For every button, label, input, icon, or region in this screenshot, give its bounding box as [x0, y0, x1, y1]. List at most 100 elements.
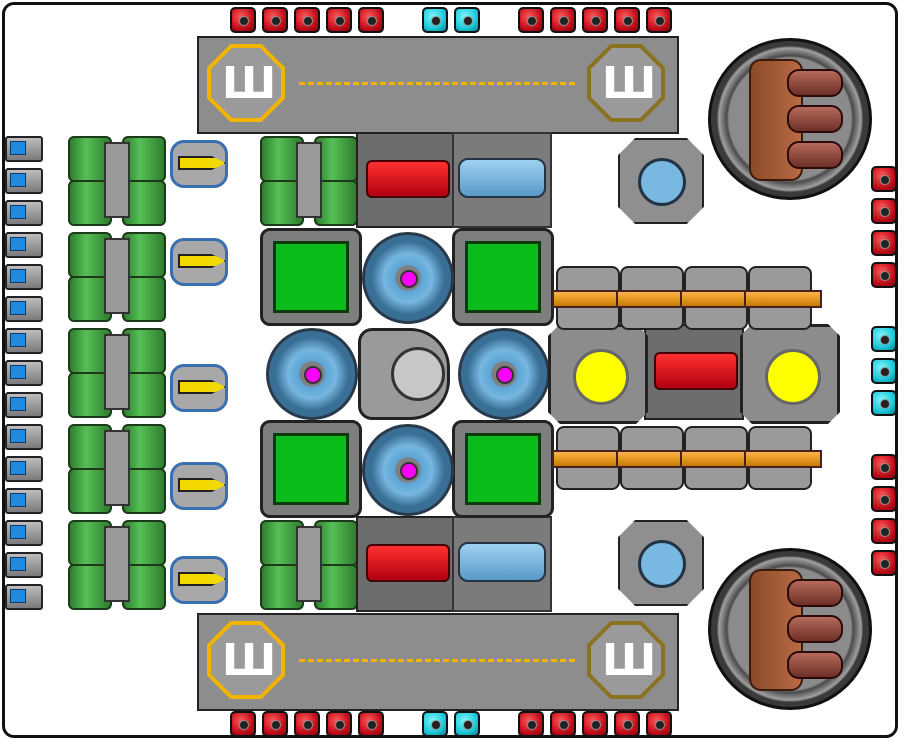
thruster[interactable] [5, 552, 43, 578]
red-laser-module[interactable] [356, 516, 456, 612]
point-defense-turret[interactable] [166, 458, 228, 510]
green-core[interactable] [260, 420, 362, 518]
red-light[interactable] [294, 711, 320, 737]
thruster[interactable] [5, 488, 43, 514]
red-light[interactable] [871, 486, 897, 512]
reactor[interactable] [266, 328, 358, 420]
cockpit[interactable] [358, 328, 450, 420]
autocannon[interactable] [680, 426, 758, 490]
red-laser-module[interactable] [644, 324, 744, 420]
thruster[interactable] [5, 584, 43, 610]
docking-port[interactable] [618, 138, 704, 224]
thruster[interactable] [5, 392, 43, 418]
red-light[interactable] [871, 262, 897, 288]
autocannon[interactable] [744, 426, 822, 490]
green-core[interactable] [452, 228, 554, 326]
cyan-light[interactable] [422, 7, 448, 33]
red-light[interactable] [550, 7, 576, 33]
red-light[interactable] [646, 7, 672, 33]
thruster[interactable] [5, 424, 43, 450]
red-light[interactable] [262, 711, 288, 737]
red-light[interactable] [262, 7, 288, 33]
red-light[interactable] [871, 166, 897, 192]
pad-label: Ш [221, 57, 276, 109]
red-light[interactable] [358, 7, 384, 33]
green-core[interactable] [260, 228, 362, 326]
landing-pad-right[interactable]: Ш [587, 44, 665, 122]
ion-cannon-module[interactable] [452, 516, 552, 612]
fuel-tank[interactable] [260, 132, 358, 226]
red-light[interactable] [326, 7, 352, 33]
runway-lane [299, 82, 575, 85]
ion-cannon-module[interactable] [452, 132, 552, 228]
cyan-light[interactable] [454, 711, 480, 737]
thruster[interactable] [5, 200, 43, 226]
red-light[interactable] [294, 7, 320, 33]
fuel-tank[interactable] [68, 324, 166, 418]
red-light[interactable] [871, 550, 897, 576]
cyan-light[interactable] [871, 326, 897, 352]
red-light[interactable] [871, 518, 897, 544]
thruster[interactable] [5, 136, 43, 162]
red-light[interactable] [230, 711, 256, 737]
red-laser-module[interactable] [356, 132, 456, 228]
landing-pad-right[interactable]: Ш [587, 621, 665, 699]
hangar-top[interactable]: Ш Ш [197, 36, 679, 134]
yellow-core[interactable] [740, 324, 840, 424]
cyan-light[interactable] [454, 7, 480, 33]
fuel-tank[interactable] [68, 132, 166, 226]
autocannon[interactable] [744, 266, 822, 330]
docking-port[interactable] [618, 520, 704, 606]
red-light[interactable] [358, 711, 384, 737]
red-light[interactable] [582, 711, 608, 737]
reactor[interactable] [458, 328, 550, 420]
autocannon[interactable] [616, 426, 694, 490]
autocannon[interactable] [616, 266, 694, 330]
red-light[interactable] [230, 7, 256, 33]
red-light[interactable] [871, 454, 897, 480]
red-light[interactable] [518, 711, 544, 737]
thruster[interactable] [5, 520, 43, 546]
thruster[interactable] [5, 168, 43, 194]
yellow-core[interactable] [548, 324, 648, 424]
red-light[interactable] [326, 711, 352, 737]
red-light[interactable] [614, 711, 640, 737]
pad-label: Ш [601, 57, 656, 109]
autocannon[interactable] [552, 266, 630, 330]
heavy-turret[interactable] [708, 38, 872, 200]
landing-pad-left[interactable]: Ш [207, 44, 285, 122]
thruster[interactable] [5, 264, 43, 290]
autocannon[interactable] [680, 266, 758, 330]
landing-pad-left[interactable]: Ш [207, 621, 285, 699]
red-light[interactable] [582, 7, 608, 33]
pad-label: Ш [601, 634, 656, 686]
point-defense-turret[interactable] [166, 234, 228, 286]
red-light[interactable] [550, 711, 576, 737]
thruster[interactable] [5, 296, 43, 322]
thruster[interactable] [5, 360, 43, 386]
cyan-light[interactable] [871, 390, 897, 416]
cyan-light[interactable] [422, 711, 448, 737]
red-light[interactable] [518, 7, 544, 33]
red-light[interactable] [646, 711, 672, 737]
reactor[interactable] [362, 424, 454, 516]
fuel-tank[interactable] [260, 516, 358, 610]
fuel-tank[interactable] [68, 420, 166, 514]
thruster[interactable] [5, 456, 43, 482]
heavy-turret[interactable] [708, 548, 872, 710]
reactor[interactable] [362, 232, 454, 324]
red-light[interactable] [614, 7, 640, 33]
hangar-bottom[interactable]: Ш Ш [197, 613, 679, 711]
thruster[interactable] [5, 232, 43, 258]
autocannon[interactable] [552, 426, 630, 490]
red-light[interactable] [871, 198, 897, 224]
thruster[interactable] [5, 328, 43, 354]
cyan-light[interactable] [871, 358, 897, 384]
fuel-tank[interactable] [68, 228, 166, 322]
point-defense-turret[interactable] [166, 360, 228, 412]
red-light[interactable] [871, 230, 897, 256]
green-core[interactable] [452, 420, 554, 518]
point-defense-turret[interactable] [166, 136, 228, 188]
fuel-tank[interactable] [68, 516, 166, 610]
point-defense-turret[interactable] [166, 552, 228, 604]
